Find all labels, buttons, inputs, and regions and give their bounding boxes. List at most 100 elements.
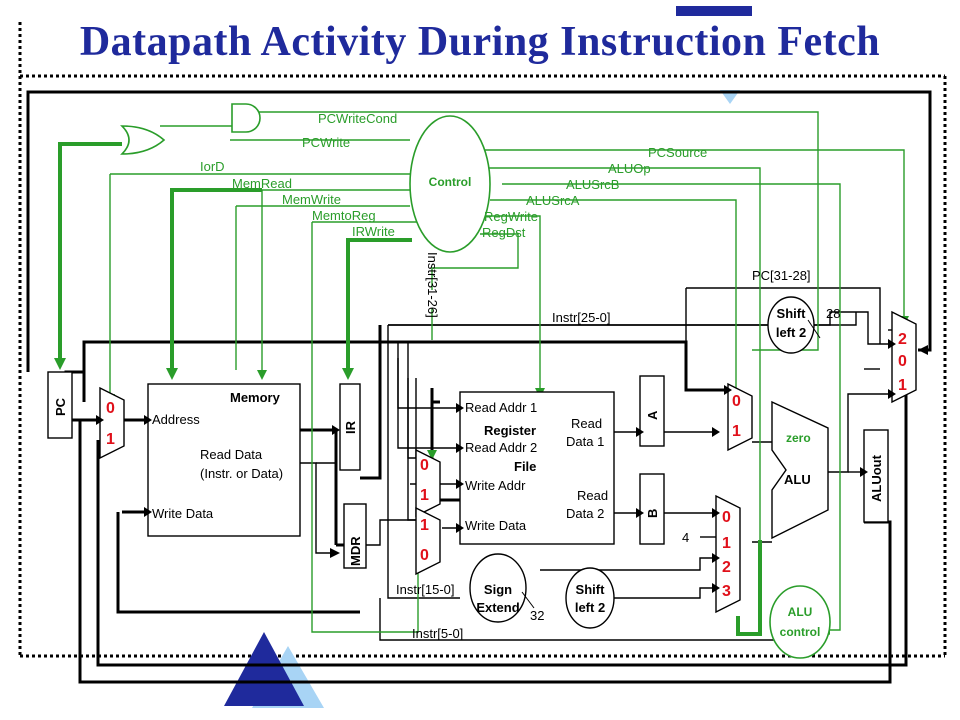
mux-input-label: 1	[106, 431, 115, 448]
alu-zero-output: zero	[786, 431, 811, 445]
write-addr-port: Write Addr	[465, 478, 526, 493]
mux-input-label: 1	[420, 517, 429, 534]
shift-left-label: Shift	[777, 306, 807, 321]
wire-arrowheads	[96, 339, 928, 593]
mux-input-label: 0	[420, 457, 429, 474]
write-data-port: Write Data	[465, 518, 527, 533]
signal-memwrite: MemWrite	[282, 192, 341, 207]
pc-31-28-label: PC[31-28]	[752, 268, 811, 283]
memtoreg-mux: 1 0	[415, 506, 441, 576]
signal-iord: IorD	[200, 159, 225, 174]
b-label: B	[645, 509, 660, 518]
read-data-1-port-2: Data 1	[566, 434, 604, 449]
signal-alusrca: ALUSrcA	[526, 193, 580, 208]
signal-pcwritecond: PCWriteCond	[318, 111, 397, 126]
sign-extend-label-2: Extend	[476, 600, 519, 615]
signal-pcwrite: PCWrite	[302, 135, 350, 150]
signal-pcsource: PCSource	[648, 145, 707, 160]
alu-control-label-2: control	[780, 625, 821, 639]
mux-input-label: 0	[106, 400, 115, 417]
mux-input-label: 0	[420, 547, 429, 564]
read-data-1-port: Read	[571, 416, 602, 431]
sign-extend-label: Sign	[484, 582, 512, 597]
alu: zero ALU	[771, 400, 829, 540]
memory-read-data-port: Read Data	[200, 447, 263, 462]
signal-regwrite: RegWrite	[484, 209, 538, 224]
memory-write-data-port: Write Data	[152, 506, 214, 521]
shift-left-2-bottom: Shift left 2	[565, 567, 615, 629]
mux-input-label: 1	[732, 423, 741, 440]
instr-25-0-label: Instr[25-0]	[552, 310, 611, 325]
a-label: A	[645, 410, 660, 420]
mux-input-label: 2	[898, 331, 907, 348]
mux-input-label: 0	[732, 393, 741, 410]
signal-alusrcb: ALUSrcB	[566, 177, 619, 192]
iord-mux: 0 1	[99, 386, 125, 460]
pc-label: PC	[53, 397, 68, 416]
thin-wires	[300, 287, 892, 641]
alusrcb-mux: 0 1 2 3	[715, 494, 741, 614]
shift-left-label: Shift	[576, 582, 606, 597]
mux-input-label: 3	[722, 583, 731, 600]
bits-32-label: 32	[530, 608, 544, 623]
memory-block: Memory Address Read Data (Instr. or Data…	[147, 383, 301, 537]
alusrca-mux: 0 1	[727, 382, 753, 452]
instr-31-26-label: Instr[31-26]	[425, 252, 440, 318]
aluout-label: ALUout	[869, 454, 884, 502]
read-data-2-port-2: Data 2	[566, 506, 604, 521]
mux-input-label: 1	[420, 487, 429, 504]
read-addr-1-port: Read Addr 1	[465, 400, 537, 415]
alu-control: ALU control	[769, 585, 831, 659]
shift-left-label-2: left 2	[776, 325, 806, 340]
mdr-label: MDR	[348, 536, 363, 566]
read-data-2-port: Read	[577, 488, 608, 503]
register-file: Read Addr 1 Register Read Addr 2 File Wr…	[459, 391, 615, 545]
mux-input-label: 1	[898, 377, 907, 394]
memory-address-port: Address	[152, 412, 200, 427]
memory-read-data-note: (Instr. or Data)	[200, 466, 283, 481]
signal-memtoreg: MemtoReg	[312, 208, 376, 223]
control-label: Control	[429, 175, 472, 189]
signal-irwrite: IRWrite	[352, 224, 395, 239]
wire-labels: Instr[31-26] Instr[25-0] PC[31-28] 28 In…	[396, 252, 840, 641]
bus-width-tick	[521, 591, 535, 609]
signal-memread: MemRead	[232, 176, 292, 191]
register-file-title: Register	[484, 423, 536, 438]
b-register: B	[639, 473, 665, 545]
shift-left-label-2: left 2	[575, 600, 605, 615]
alu-label: ALU	[784, 472, 811, 487]
or-gate-shape	[120, 125, 166, 155]
register-file-title-2: File	[514, 459, 536, 474]
mux-input-label: 1	[722, 535, 731, 552]
shift-left-2-top: Shift left 2	[767, 296, 815, 354]
ir-register: IR	[339, 383, 361, 471]
a-register: A	[639, 375, 665, 447]
mux-input-label: 0	[898, 353, 907, 370]
slide-title: Datapath Activity During Instruction Fet…	[79, 19, 881, 65]
pc-register: PC	[47, 371, 73, 439]
bits-28-label: 28	[826, 306, 840, 321]
ir-label: IR	[343, 420, 358, 434]
control-signal-labels: PCWriteCond PCWrite IorD MemRead MemWrit…	[200, 111, 707, 240]
pcsource-mux: 2 0 1	[891, 310, 917, 404]
sign-extend: Sign Extend	[469, 553, 527, 623]
memory-title: Memory	[230, 390, 281, 405]
mux-input-label: 0	[722, 509, 731, 526]
active-control-wires	[58, 142, 762, 636]
control-unit: Control	[409, 115, 491, 253]
alu-control-label: ALU	[788, 605, 813, 619]
regdst-mux: 0 1	[415, 448, 441, 518]
bus-width-tick	[807, 319, 821, 339]
instr-5-0-label: Instr[5-0]	[412, 626, 463, 641]
const-4-label: 4	[682, 530, 689, 545]
signal-aluop: ALUOp	[608, 161, 651, 176]
signal-regdst: RegDst	[482, 225, 526, 240]
aluout-register: ALUout	[863, 429, 889, 523]
and-gate-shape	[231, 103, 261, 133]
mdr-register: MDR	[343, 503, 367, 569]
dark-triangle-shape	[224, 632, 304, 706]
instr-15-0-label: Instr[15-0]	[396, 582, 455, 597]
mux-input-label: 2	[722, 559, 731, 576]
read-addr-2-port: Read Addr 2	[465, 440, 537, 455]
